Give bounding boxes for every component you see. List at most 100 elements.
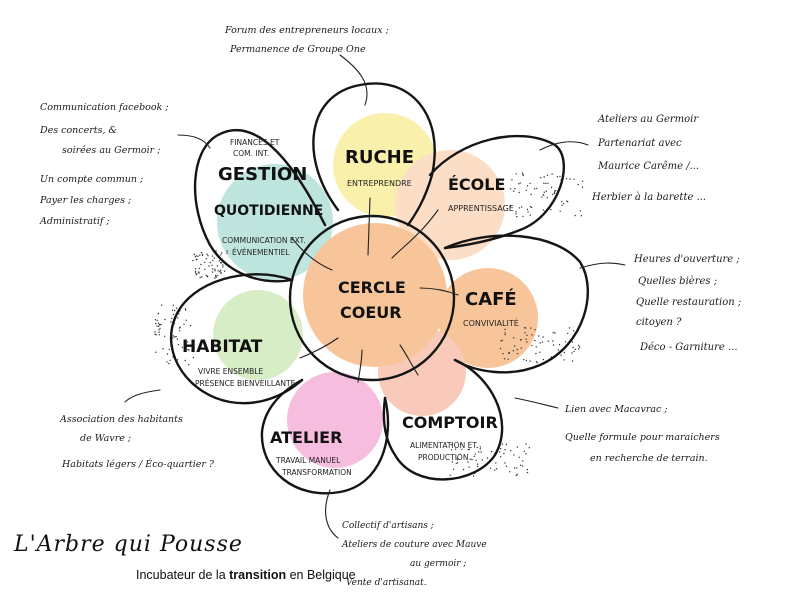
speckle-dot <box>515 474 517 477</box>
speckle-dot <box>226 250 228 252</box>
speckle-dot <box>578 348 580 350</box>
ecole-title: ÉCOLE <box>448 175 505 194</box>
speckle-dot <box>515 173 517 175</box>
speckle-dot <box>564 341 567 343</box>
speckle-dot <box>524 332 526 334</box>
speckle-dot <box>462 468 465 471</box>
speckle-dot <box>556 176 559 178</box>
speckle-dot <box>504 328 506 331</box>
speckle-dot <box>467 448 469 451</box>
speckle-dot <box>513 337 515 339</box>
speckle-dot <box>542 358 545 361</box>
speckle-dot <box>531 344 533 347</box>
speckle-dot <box>219 270 221 273</box>
note-left-line: Administratif ; <box>39 216 110 227</box>
note-top: Forum des entrepreneurs locaux ; Permane… <box>224 25 389 55</box>
petal-cafe <box>443 234 589 374</box>
speckle-dot <box>158 329 160 331</box>
atelier-title: ATELIER <box>270 428 342 447</box>
speckle-dot <box>168 362 170 365</box>
speckle-dot <box>171 317 173 320</box>
speckle-dot <box>196 273 198 275</box>
speckle-dot <box>553 192 556 195</box>
speckle-dot <box>511 179 513 181</box>
note-habitat-line: de Wavre ; <box>80 433 131 444</box>
speckle-dot <box>522 215 524 218</box>
speckle-dot <box>579 346 581 348</box>
ecole-sub: APPRENTISSAGE <box>448 204 514 213</box>
comptoir-title: COMPTOIR <box>402 413 498 432</box>
note-top-line: Permanence de Groupe One <box>229 44 366 55</box>
speckle-dot <box>533 188 536 190</box>
speckle-dot <box>456 459 459 461</box>
speckle-dot <box>527 211 529 213</box>
habitat-sub-2: PRÉSENCE BIENVEILLANTE <box>195 379 296 388</box>
speckle-dot <box>499 448 502 450</box>
note-habitat-line: Habitats légers / Éco-quartier ? <box>61 458 215 470</box>
habitat-sub-1: VIVRE ENSEMBLE <box>198 367 263 376</box>
petal-habitat <box>169 273 304 405</box>
note-cafe-line: Heures d'ouverture ; <box>633 254 740 265</box>
speckle-dot <box>183 323 185 325</box>
logo-title: L'Arbre qui Pousse <box>14 532 243 557</box>
speckle-dot <box>577 344 580 347</box>
note-cafe-line: citoyen ? <box>636 317 682 328</box>
speckle-dot <box>221 252 223 254</box>
speckle-dot <box>479 448 481 450</box>
speckle-dot <box>561 200 563 203</box>
speckle-dot <box>510 450 512 452</box>
speckle-dot <box>520 339 522 341</box>
speckle-dot <box>171 309 174 311</box>
speckle-dot <box>198 267 200 270</box>
speckle-dot <box>208 265 210 267</box>
speckle-dot <box>216 265 219 267</box>
speckle-dot <box>518 207 521 209</box>
gestion-title-2: QUOTIDIENNE <box>214 203 323 219</box>
speckle-dot <box>476 465 479 468</box>
speckle-dot <box>209 261 212 264</box>
speckle-dot <box>178 327 181 329</box>
speckle-dot <box>572 330 575 332</box>
speckle-dot <box>526 468 528 471</box>
speckle-dot <box>526 208 529 211</box>
speckle-dot <box>469 458 471 460</box>
speckle-dot <box>571 341 574 343</box>
speckle-dot <box>195 255 197 257</box>
speckle-dot <box>546 197 548 199</box>
speckle-dot <box>541 341 544 343</box>
speckle-dot <box>569 178 571 180</box>
speckle-dot <box>172 313 175 316</box>
speckle-dot <box>158 334 160 336</box>
speckle-dot <box>553 191 556 194</box>
speckle-dot <box>459 453 462 456</box>
speckle-dot <box>201 254 204 257</box>
speckle-dot <box>522 173 524 176</box>
speckle-dot <box>499 451 501 453</box>
speckle-dot <box>166 361 168 363</box>
watercolor-layer <box>213 113 538 468</box>
speckle-dot <box>509 188 512 190</box>
speckle-dot <box>461 448 463 451</box>
speckle-dot <box>500 456 502 458</box>
speckle-dot <box>518 456 521 458</box>
speckle-dot <box>550 208 552 211</box>
speckle-dot <box>526 341 528 343</box>
speckle-dot <box>189 344 192 346</box>
speckle-dot <box>494 469 496 471</box>
speckle-texture <box>154 172 584 477</box>
speckle-dot <box>220 272 222 275</box>
speckle-dot <box>472 475 475 477</box>
speckle-dot <box>204 268 206 271</box>
speckle-dot <box>504 449 506 451</box>
speckle-dot <box>154 331 156 333</box>
speckle-dot <box>456 457 458 459</box>
speckle-dot <box>502 353 504 355</box>
arrows <box>124 54 626 539</box>
gestion-title-1: GESTION <box>218 164 307 185</box>
speckle-dot <box>580 215 583 217</box>
speckle-dot <box>573 178 575 181</box>
speckle-dot <box>490 450 493 453</box>
note-habitat: Association des habitants de Wavre ; Hab… <box>59 414 215 470</box>
speckle-dot <box>186 341 189 343</box>
speckle-dot <box>478 451 480 453</box>
